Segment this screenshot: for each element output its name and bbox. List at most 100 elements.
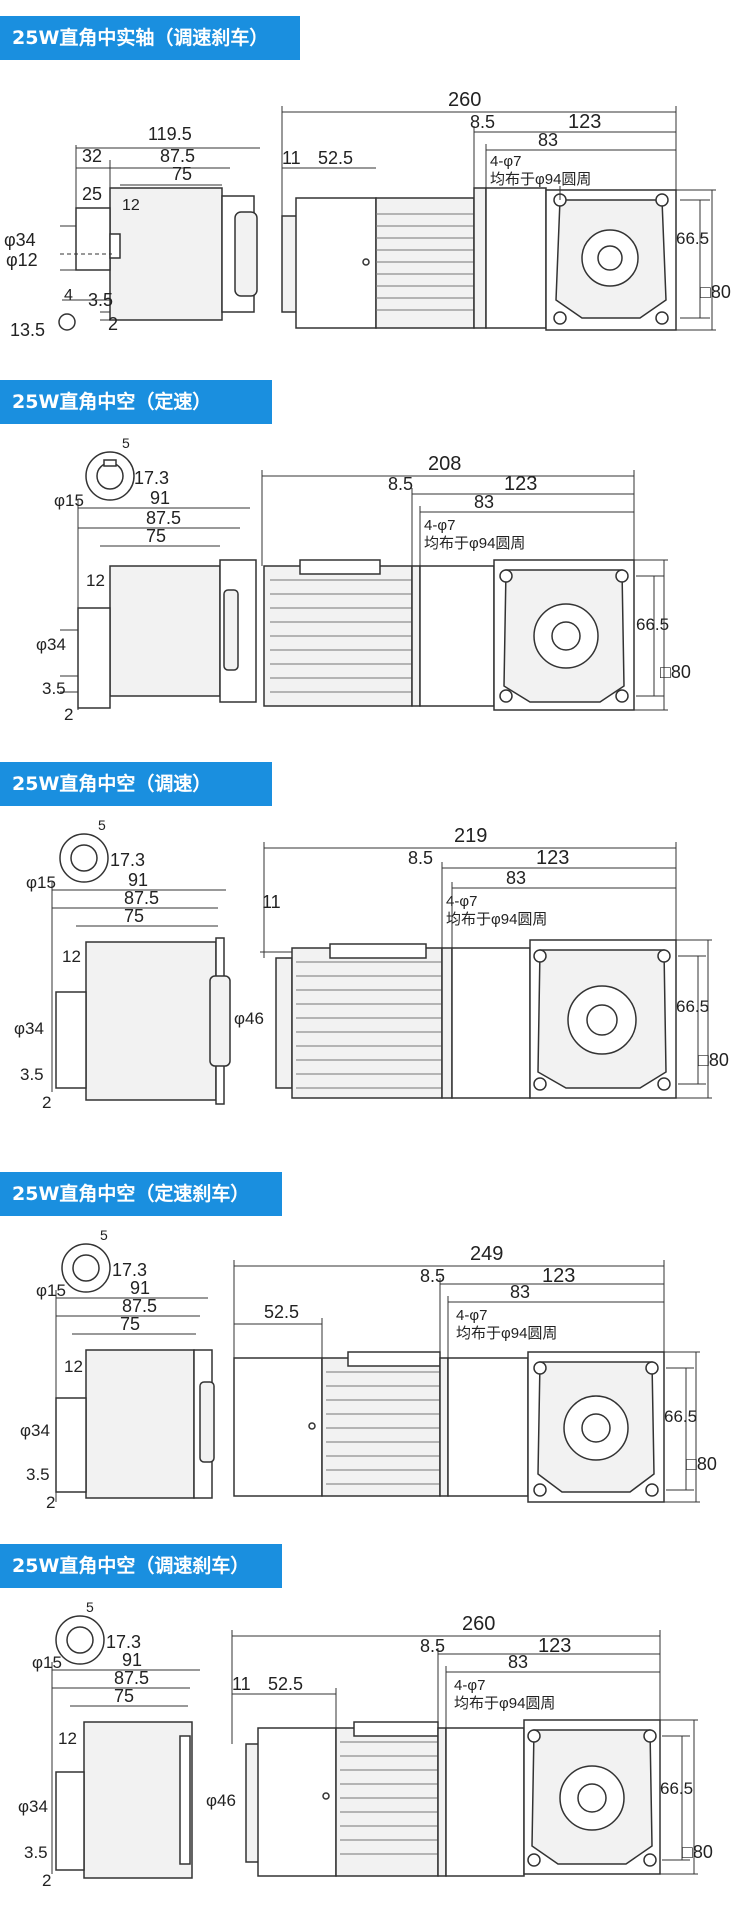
dim-label: φ15: [26, 873, 56, 892]
dim-total: 219: [454, 825, 487, 847]
side-view: 5 17.3 φ15 91 87.5 75 12 φ34 3.5 2: [18, 1599, 200, 1890]
dim-label: 4: [64, 287, 73, 304]
dim-label: φ46: [206, 1791, 236, 1810]
note-pcd: 均布于φ94圆周: [424, 535, 525, 552]
dim-label: 52.5: [318, 148, 353, 168]
dim-label: □80: [700, 282, 731, 302]
drawing-hollow-fixed-brake: 5 17.3 φ15 91 87.5 75 12 φ34 3.5 2: [20, 1227, 717, 1512]
dim-label: 66.5: [664, 1407, 697, 1426]
side-view: 5 17.3 φ15 91 87.5 75 12 φ34 3.5 2: [36, 435, 257, 724]
dim-label: 91: [128, 870, 148, 890]
note-pcd: 均布于φ94圆周: [454, 1695, 555, 1712]
dim-label: 83: [508, 1652, 528, 1672]
section-hollow-fixed-brake: 25W直角中空（定速刹车） 5 17.3 φ15 91 87.5 75 12 φ…: [0, 1172, 750, 1552]
dim-label: 8.5: [470, 112, 495, 132]
dim-label: 75: [124, 906, 144, 926]
dim-label: φ46: [234, 1009, 264, 1028]
dim-label: 66.5: [676, 229, 709, 248]
dim-label: 8.5: [388, 474, 413, 494]
dim-label: 8.5: [408, 848, 433, 868]
section-hollow-fixed-speed: 25W直角中空（定速） 5 17.3 φ15 91 87.5 75 12 φ34…: [0, 380, 750, 760]
dim-label: φ34: [14, 1019, 44, 1038]
front-view: 260 8.5 123 83 11 52.5 4-φ7 均布于φ94圆周 66.…: [281, 89, 731, 331]
dim-label: φ34: [4, 230, 36, 250]
dim-label: 17.3: [110, 850, 145, 870]
drawing-hollow-fixed: 5 17.3 φ15 91 87.5 75 12 φ34 3.5 2: [36, 435, 691, 724]
front-view: 208 8.5 123 83 4-φ7 均布于φ94圆周 66.5 □80: [261, 453, 691, 711]
front-view: 260 8.5 123 83 11 52.5 4-φ7 均布于φ94圆周 φ46…: [206, 1613, 713, 1877]
dim-label: 12: [62, 947, 81, 966]
section-solid-shaft-speed-brake: 25W直角中实轴（调速刹车） 119.5 32 87.5 75: [0, 0, 750, 380]
dim-label: 12: [64, 1357, 83, 1376]
dim-label: 8.5: [420, 1636, 445, 1656]
front-view: 219 8.5 123 83 11 4-φ7 均布于φ94圆周 φ46 66.5…: [234, 825, 729, 1099]
dim-label: 87.5: [124, 888, 159, 908]
dim-label: 32: [82, 146, 102, 166]
dim-label: 17.3: [106, 1632, 141, 1652]
dim-label: 5: [122, 435, 130, 451]
dim-label: 91: [150, 488, 170, 508]
dim-label: φ34: [20, 1421, 50, 1440]
dim-label: 123: [536, 847, 569, 869]
section-title: 25W直角中空（定速）: [0, 380, 272, 424]
note-pcd: 均布于φ94圆周: [490, 171, 591, 188]
note-pcd: 均布于φ94圆周: [446, 911, 547, 928]
dim-label: 3.5: [26, 1465, 50, 1484]
dim-label: φ34: [36, 635, 66, 654]
dim-label: 12: [86, 571, 105, 590]
side-view: 5 17.3 φ15 91 87.5 75 12 φ34 3.5 2: [14, 817, 231, 1112]
dim-label: 87.5: [114, 1668, 149, 1688]
dim-label: 2: [108, 314, 118, 334]
drawing-hollow-speed-brake: 5 17.3 φ15 91 87.5 75 12 φ34 3.5 2: [18, 1599, 713, 1890]
note-holes: 4-φ7: [454, 1677, 485, 1694]
dim-total: 260: [462, 1613, 495, 1635]
dim-label: 2: [64, 705, 73, 724]
dim-label: 75: [114, 1686, 134, 1706]
dim-label: 83: [538, 130, 558, 150]
dim-label: 66.5: [676, 997, 709, 1016]
dim-label: 83: [510, 1282, 530, 1302]
section-hollow-speed-brake: 25W直角中空（调速刹车） 5 17.3 φ15 91 87.5 75 12 φ…: [0, 1544, 750, 1919]
dim-label: □80: [686, 1454, 717, 1474]
dim-label: φ15: [32, 1653, 62, 1672]
dim-total: 249: [470, 1243, 503, 1265]
dim-label: 17.3: [134, 468, 169, 488]
dim-label: 119.5: [148, 124, 192, 144]
section-title: 25W直角中实轴（调速刹车）: [0, 16, 300, 60]
drawing-hollow-speed: 5 17.3 φ15 91 87.5 75 12 φ34 3.5 2: [14, 817, 729, 1112]
dim-label: 75: [146, 526, 166, 546]
dim-label: 3.5: [88, 290, 113, 310]
front-view: 249 8.5 123 83 52.5 4-φ7 均布于φ94圆周 66.5 □…: [233, 1243, 717, 1503]
dim-total: 208: [428, 453, 461, 475]
dim-label: 12: [58, 1729, 77, 1748]
dim-label: 52.5: [268, 1674, 303, 1694]
drawing-solid-shaft: 119.5 32 87.5 75 25 12 φ34 φ12 4 3.5 13.…: [4, 89, 731, 340]
dim-label: 52.5: [264, 1302, 299, 1322]
dim-label: 2: [42, 1093, 51, 1112]
dim-label: □80: [682, 1842, 713, 1862]
section-title: 25W直角中空（定速刹车）: [0, 1172, 282, 1216]
dim-label: □80: [660, 662, 691, 682]
section-title: 25W直角中空（调速）: [0, 762, 272, 806]
dim-label: 5: [98, 817, 106, 833]
dim-label: 123: [542, 1265, 575, 1287]
section-title: 25W直角中空（调速刹车）: [0, 1544, 282, 1588]
dim-label: □80: [698, 1050, 729, 1070]
dim-label: φ12: [6, 250, 38, 270]
dim-label: 5: [100, 1227, 108, 1243]
dim-label: 11: [282, 148, 301, 168]
dim-label: 12: [122, 197, 140, 214]
dim-label: 3.5: [24, 1843, 48, 1862]
dim-label: 8.5: [420, 1266, 445, 1286]
dim-label: 2: [42, 1871, 51, 1890]
dim-total: 260: [448, 89, 481, 111]
dim-label: 123: [568, 111, 601, 133]
side-view: 119.5 32 87.5 75 25 12 φ34 φ12 4 3.5 13.…: [4, 124, 260, 340]
dim-label: φ34: [18, 1797, 48, 1816]
dim-label: 66.5: [660, 1779, 693, 1798]
dim-label: φ15: [54, 491, 84, 510]
dim-label: 75: [172, 164, 192, 184]
dim-label: 91: [130, 1278, 150, 1298]
dim-label: 91: [122, 1650, 142, 1670]
dim-label: 5: [86, 1599, 94, 1615]
